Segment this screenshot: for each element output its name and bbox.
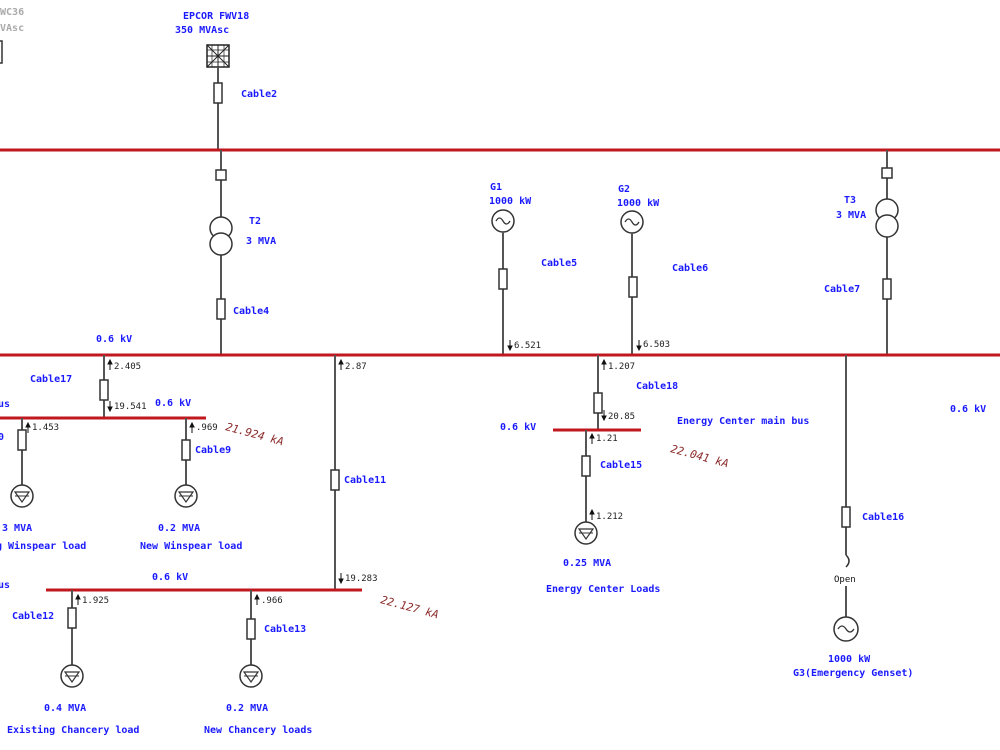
cable15-flow: 1.21	[596, 434, 618, 444]
cable15-label: Cable15	[600, 460, 642, 471]
generator-icon[interactable]	[491, 209, 515, 233]
cable4-symbol[interactable]	[216, 298, 226, 320]
existing-chancery-flow: 1.925	[82, 596, 109, 606]
winspear-bus-voltage: 0.6 kV	[155, 398, 191, 409]
generator-icon[interactable]	[833, 616, 859, 642]
g1-rating: 1000 kW	[489, 196, 532, 207]
new-chancery-rating: 0.2 MVA	[226, 703, 268, 714]
cable18-flow-down: 20.85	[608, 412, 635, 422]
cable16-label: Cable16	[862, 512, 904, 523]
existing-chancery-name: Existing Chancery load	[7, 724, 139, 736]
existing-winspear-rating: .3 MVA	[0, 523, 32, 534]
t3-rating: 3 MVA	[836, 210, 866, 221]
utility-left-name: FWC36	[0, 7, 24, 18]
cable12-label: Cable12	[12, 611, 54, 622]
cable5-symbol[interactable]	[498, 268, 508, 290]
cable2-label: Cable2	[241, 89, 277, 100]
cable7-symbol[interactable]	[882, 278, 892, 300]
cable15-symbol[interactable]	[581, 455, 591, 477]
energy-load-flow: 1.212	[596, 512, 623, 522]
main-bus-voltage: 0.6 kV	[96, 334, 132, 345]
load-icon[interactable]	[10, 484, 34, 508]
new-chancery-name: New Chancery loads	[204, 725, 312, 736]
cable11-flow-up: 2.87	[345, 362, 367, 372]
energy-fault-current: 22.041 kA	[669, 442, 730, 470]
existing-winspear-cable[interactable]	[17, 429, 27, 451]
cable5-flow: 6.521	[514, 341, 541, 351]
chancery-bus-voltage: 0.6 kV	[152, 572, 188, 583]
cable2-symbol[interactable]	[213, 82, 223, 104]
utility-grid-icon[interactable]	[206, 44, 230, 68]
cable17-flow-down: 19.541	[114, 402, 147, 412]
cable16-symbol[interactable]	[841, 506, 851, 528]
cable6-label: Cable6	[672, 263, 708, 274]
energy-load-rating: 0.25 MVA	[563, 558, 611, 569]
cable17-label: Cable17	[30, 374, 72, 385]
new-winspear-rating: 0.2 MVA	[158, 523, 200, 534]
cable17-symbol[interactable]	[99, 379, 109, 401]
cable12-symbol[interactable]	[67, 607, 77, 629]
load-icon[interactable]	[239, 664, 263, 688]
existing-winspear-flow: 1.453	[32, 423, 59, 433]
utility-left-rating: MVAsc	[0, 23, 24, 34]
g2-rating: 1000 kW	[617, 198, 660, 209]
g1-name: G1	[490, 182, 502, 193]
load-icon[interactable]	[60, 664, 84, 688]
partial-label-0: 0	[0, 432, 4, 443]
new-winspear-flow: .969	[196, 423, 218, 433]
chancery-fault-current: 22.127 kA	[379, 593, 440, 621]
load-icon[interactable]	[574, 521, 598, 545]
g3-open-switch[interactable]	[845, 554, 850, 568]
utility-left-icon[interactable]	[0, 40, 3, 64]
new-winspear-name: New Winspear load	[140, 540, 242, 552]
cable9-symbol[interactable]	[181, 439, 191, 461]
winspear-bus-name: us	[0, 399, 10, 410]
g3-switch-status: Open	[834, 575, 856, 585]
cable18-flow-up: 1.207	[608, 362, 635, 372]
chancery-bus-name: us	[0, 580, 10, 591]
g3-rating: 1000 kW	[828, 654, 871, 665]
t2-breaker[interactable]	[215, 169, 227, 181]
cable6-symbol[interactable]	[628, 276, 638, 298]
transformer-icon[interactable]	[875, 198, 899, 238]
utility-main-rating: 350 MVAsc	[175, 25, 229, 36]
cable18-symbol[interactable]	[593, 392, 603, 414]
cable11-symbol[interactable]	[330, 469, 340, 491]
t3-name: T3	[844, 195, 856, 206]
cable5-label: Cable5	[541, 258, 577, 269]
cable11-label: Cable11	[344, 475, 386, 486]
transformer-icon[interactable]	[209, 216, 233, 256]
energy-bus-name: Energy Center main bus	[677, 415, 809, 427]
t2-rating: 3 MVA	[246, 236, 276, 247]
existing-chancery-rating: 0.4 MVA	[44, 703, 86, 714]
t2-name: T2	[249, 216, 261, 227]
cable4-label: Cable4	[233, 306, 269, 317]
existing-winspear-name: g Winspear load	[0, 540, 86, 552]
energy-bus-voltage: 0.6 kV	[500, 422, 536, 433]
t3-breaker[interactable]	[881, 167, 893, 179]
generator-icon[interactable]	[620, 210, 644, 234]
cable11-flow-down: 19.283	[345, 574, 378, 584]
cable13-label: Cable13	[264, 624, 306, 635]
new-chancery-flow: .966	[261, 596, 283, 606]
cable7-label: Cable7	[824, 284, 860, 295]
winspear-fault-current: 21.924 kA	[224, 420, 285, 448]
utility-main-name: EPCOR FWV18	[183, 11, 249, 22]
g3-name: G3(Emergency Genset)	[793, 668, 913, 679]
energy-load-name: Energy Center Loads	[546, 584, 660, 595]
cable9-label: Cable9	[195, 445, 231, 456]
right-bus-voltage: 0.6 kV	[950, 404, 986, 415]
g2-name: G2	[618, 184, 630, 195]
cable13-symbol[interactable]	[246, 618, 256, 640]
cable18-label: Cable18	[636, 381, 678, 392]
load-icon[interactable]	[174, 484, 198, 508]
cable6-flow: 6.503	[643, 340, 670, 350]
cable17-flow-up: 2.405	[114, 362, 141, 372]
